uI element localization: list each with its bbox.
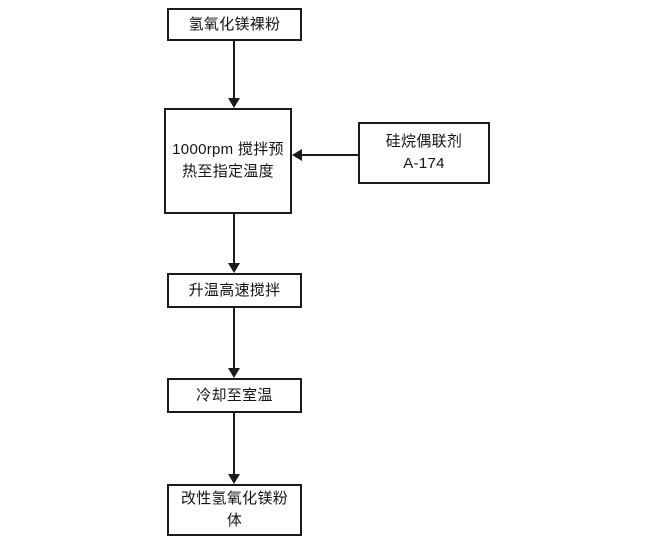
node-silane-coupling-agent-label: 硅烷偶联剂 A-174 <box>385 133 463 172</box>
node-silane-coupling-agent[interactable]: 硅烷偶联剂 A-174 <box>358 122 490 184</box>
node-stir-preheat-label: 1000rpm 搅拌预热至指定温度 <box>172 141 284 180</box>
node-high-speed-stir[interactable]: 升温高速搅拌 <box>167 273 302 308</box>
node-cool-to-room-temperature[interactable]: 冷却至室温 <box>167 378 302 413</box>
node-modified-magnesium-hydroxide-powder-label: 改性氢氧化镁粉体 <box>180 490 289 529</box>
connector-high-speed-stir-to-cool-line <box>233 308 235 368</box>
connector-cool-to-product-line <box>233 413 235 474</box>
node-raw-powder[interactable]: 氢氧化镁裸粉 <box>167 8 302 41</box>
arrowhead-down-icon <box>228 368 240 378</box>
arrowhead-down-icon <box>228 474 240 484</box>
arrowhead-left-icon <box>292 149 302 161</box>
node-modified-magnesium-hydroxide-powder[interactable]: 改性氢氧化镁粉体 <box>167 484 302 536</box>
node-raw-powder-label: 氢氧化镁裸粉 <box>188 15 281 33</box>
node-stir-preheat[interactable]: 1000rpm 搅拌预热至指定温度 <box>164 108 292 214</box>
arrowhead-down-icon <box>228 98 240 108</box>
connector-stir-preheat-to-high-speed-stir-line <box>233 214 235 263</box>
connector-silane-to-stir-preheat-line <box>302 154 358 156</box>
arrowhead-down-icon <box>228 263 240 273</box>
node-cool-to-room-temperature-label: 冷却至室温 <box>196 386 273 404</box>
node-high-speed-stir-label: 升温高速搅拌 <box>188 281 281 299</box>
connector-raw-powder-to-stir-preheat-line <box>233 41 235 98</box>
